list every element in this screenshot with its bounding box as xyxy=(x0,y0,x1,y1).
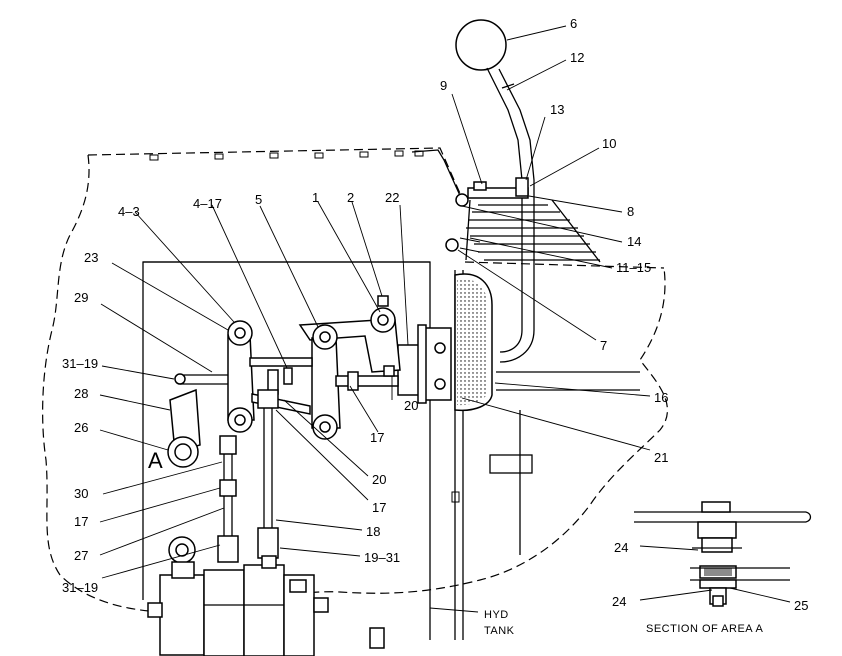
callout-13: 13 xyxy=(550,102,564,117)
callout-20-lower: 20 xyxy=(372,472,386,487)
callout-17-left: 17 xyxy=(74,514,88,529)
section-area-a xyxy=(634,501,812,607)
rubber-boot xyxy=(445,199,601,263)
valve-body xyxy=(147,536,385,656)
linkage xyxy=(167,295,401,563)
callout-27: 27 xyxy=(74,548,88,563)
callout-2: 2 xyxy=(347,190,354,205)
callout-17-upper: 17 xyxy=(370,430,384,445)
callout-11-15: 11–15 xyxy=(616,260,651,275)
callout-17-lower: 17 xyxy=(372,500,386,515)
callout-16: 16 xyxy=(654,390,668,405)
callout-25: 25 xyxy=(794,598,808,613)
callout-5: 5 xyxy=(255,192,262,207)
callout-22: 22 xyxy=(385,190,399,205)
callout-23: 23 xyxy=(84,250,98,265)
callout-24-upper: 24 xyxy=(614,540,628,555)
callout-21: 21 xyxy=(654,450,668,465)
leader-lines xyxy=(99,25,791,613)
callout-26: 26 xyxy=(74,420,88,435)
callout-4-17: 4–17 xyxy=(193,196,222,211)
control-lever xyxy=(455,19,535,363)
callout-31-19-lower: 31–19 xyxy=(62,580,98,595)
callout-9: 9 xyxy=(440,78,447,93)
callout-7: 7 xyxy=(600,338,607,353)
hyd-tank-line2: TANK xyxy=(484,625,515,637)
callout-10: 10 xyxy=(602,136,616,151)
callout-14: 14 xyxy=(627,234,641,249)
callout-24-lower: 24 xyxy=(612,594,626,609)
lever-knob xyxy=(455,19,507,71)
phantom-outline xyxy=(42,147,668,614)
callout-31-19-upper: 31–19 xyxy=(62,356,98,371)
callout-29: 29 xyxy=(74,290,88,305)
callout-30: 30 xyxy=(74,486,88,501)
callout-labels: 6 12 9 13 10 8 14 11–15 7 16 21 4–3 4–17… xyxy=(62,16,808,637)
callout-6: 6 xyxy=(570,16,577,31)
callout-28: 28 xyxy=(74,386,88,401)
callout-20-upper: 20 xyxy=(404,398,418,413)
callout-8: 8 xyxy=(627,204,634,219)
section-caption: SECTION OF AREA A xyxy=(646,623,763,635)
hyd-tank-line1: HYD xyxy=(484,609,509,621)
callout-1: 1 xyxy=(312,190,319,205)
callout-12: 12 xyxy=(570,50,584,65)
callout-19-31: 19–31 xyxy=(364,550,400,565)
area-marker: A xyxy=(148,448,163,473)
callout-4-3: 4–3 xyxy=(118,204,140,219)
callout-18: 18 xyxy=(366,524,380,539)
mounting-plate xyxy=(397,273,493,412)
